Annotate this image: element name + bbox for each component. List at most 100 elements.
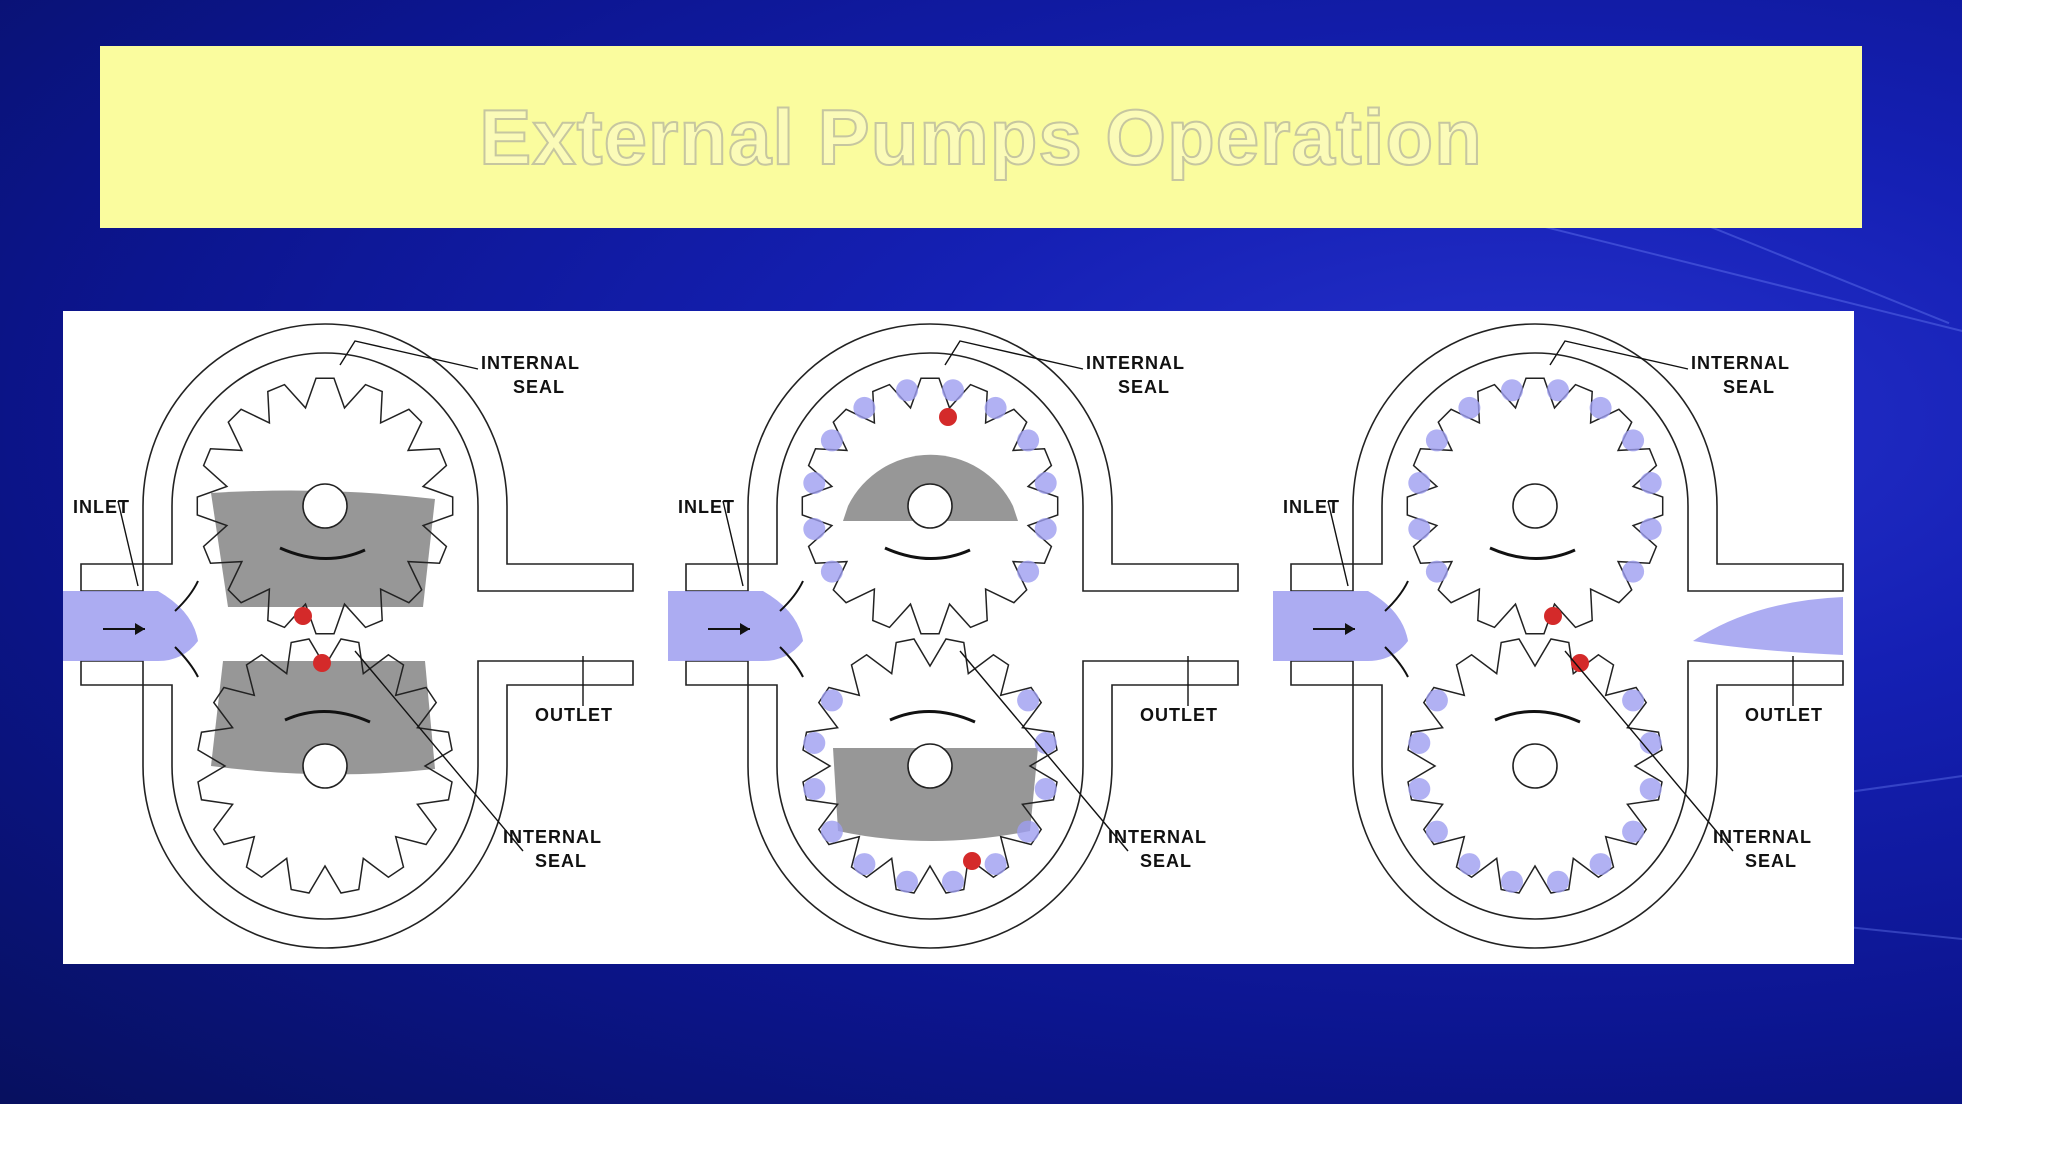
label-internal-seal-top-1: INTERNAL	[481, 353, 580, 373]
rotation-arrow-bottom	[1494, 710, 1581, 724]
tooth-fluid	[1425, 429, 1448, 452]
tooth-fluid	[820, 429, 843, 452]
tooth-fluid	[820, 560, 843, 583]
pump-housing-top	[80, 323, 634, 592]
tooth-fluid	[820, 820, 843, 843]
tooth-fluid	[1034, 472, 1057, 494]
tooth-fluid	[1017, 429, 1040, 452]
inlet-arrowhead	[1345, 623, 1355, 635]
inlet-flow-arrow-up	[779, 580, 804, 612]
title-banner: External Pumps Operation	[100, 46, 1862, 228]
tooth-fluid	[1034, 778, 1057, 800]
outlet-fluid	[1693, 597, 1843, 655]
pump-housing-top	[685, 323, 1239, 592]
gear-top	[801, 377, 1059, 635]
rotation-arrow-bottom	[889, 710, 976, 724]
tooth-fluid	[984, 396, 1007, 419]
tooth-fluid	[1639, 778, 1662, 800]
tooth-fluid	[1639, 732, 1662, 754]
tooth-fluid	[1622, 689, 1645, 712]
tooth-fluid	[803, 732, 826, 754]
fluid-marker-1	[294, 607, 312, 625]
tooth-fluid	[803, 472, 826, 494]
slide-title: External Pumps Operation	[478, 92, 1483, 182]
rotation-arrow-bottom	[284, 710, 371, 724]
fluid-marker-2	[313, 654, 331, 672]
inlet-flow-arrow-up	[1384, 580, 1409, 612]
gray-pocket-bottom	[211, 661, 435, 775]
shaft-top	[1512, 483, 1558, 529]
tooth-fluid	[1458, 853, 1481, 876]
pump-housing-bottom	[685, 660, 1239, 949]
fluid-marker-1	[1544, 607, 1562, 625]
tooth-fluid	[1639, 518, 1662, 540]
label-outlet: OUTLET	[1745, 705, 1823, 725]
label-inlet: INLET	[73, 497, 130, 517]
tooth-fluid	[1425, 560, 1448, 583]
tooth-fluid	[1408, 472, 1431, 494]
inlet-flow-arrow-down	[174, 646, 199, 678]
label-internal-seal-top-1: INTERNAL	[1691, 353, 1790, 373]
tooth-fluid	[1589, 853, 1612, 876]
tooth-fluid	[1425, 689, 1448, 712]
label-outlet: OUTLET	[1140, 705, 1218, 725]
shaft-top	[302, 483, 348, 529]
seal-top-leader	[944, 340, 1084, 370]
shaft-bottom	[1512, 743, 1558, 789]
gear-top	[196, 377, 454, 635]
inlet-arrowhead	[740, 623, 750, 635]
inlet-fluid	[668, 591, 803, 661]
tooth-fluid	[1501, 379, 1523, 402]
gear-bottom	[1407, 638, 1663, 894]
seal-bottom-leader	[1564, 650, 1734, 852]
pump-housing-bottom	[80, 660, 634, 949]
tooth-fluid	[942, 379, 964, 402]
tooth-fluid	[1458, 396, 1481, 419]
gray-pocket-bottom	[833, 748, 1038, 841]
tooth-fluid	[1408, 518, 1431, 540]
label-internal-seal-bottom-1: INTERNAL	[503, 827, 602, 847]
label-internal-seal-bottom-2: SEAL	[535, 851, 587, 871]
rotation-arrow-top	[884, 546, 971, 560]
tooth-fluid	[1017, 560, 1040, 583]
label-internal-seal-top-2: SEAL	[513, 377, 565, 397]
gear-bottom	[802, 638, 1058, 894]
tooth-fluid	[803, 778, 826, 800]
rotation-arrow-top	[279, 546, 366, 560]
slide-background: External Pumps Operation INTERNAL SEAL INL…	[0, 0, 1962, 1104]
pump-housing-top	[1290, 323, 1844, 592]
label-internal-seal-bottom-1: INTERNAL	[1713, 827, 1812, 847]
tooth-fluid	[1639, 472, 1662, 494]
tooth-fluid	[1425, 820, 1448, 843]
tooth-fluid	[1034, 518, 1057, 540]
label-internal-seal-top-2: SEAL	[1118, 377, 1170, 397]
seal-bottom-leader	[354, 650, 524, 852]
tooth-fluid	[1408, 778, 1431, 800]
inlet-leader	[117, 500, 139, 587]
inlet-leader	[1327, 500, 1349, 587]
tooth-fluid	[1408, 732, 1431, 754]
inlet-flow-arrow-down	[779, 646, 804, 678]
shaft-bottom	[302, 743, 348, 789]
tooth-fluid	[1017, 820, 1040, 843]
tooth-fluid	[1622, 429, 1645, 452]
shaft-bottom	[907, 743, 953, 789]
label-inlet: INLET	[1283, 497, 1340, 517]
inlet-leader	[722, 500, 744, 587]
rotation-arrow-top	[1489, 546, 1576, 560]
tooth-fluid	[853, 396, 876, 419]
pump-housing-bottom	[1290, 660, 1844, 949]
tooth-fluid	[896, 870, 918, 893]
label-inlet: INLET	[678, 497, 735, 517]
inlet-arrowhead	[135, 623, 145, 635]
tooth-fluid	[1547, 870, 1569, 893]
inlet-flow-arrow-up	[174, 580, 199, 612]
label-internal-seal-bottom-2: SEAL	[1745, 851, 1797, 871]
gray-pocket-top	[211, 490, 435, 607]
tooth-fluid	[1547, 379, 1569, 402]
inlet-fluid	[63, 591, 198, 661]
tooth-fluid	[942, 870, 964, 893]
